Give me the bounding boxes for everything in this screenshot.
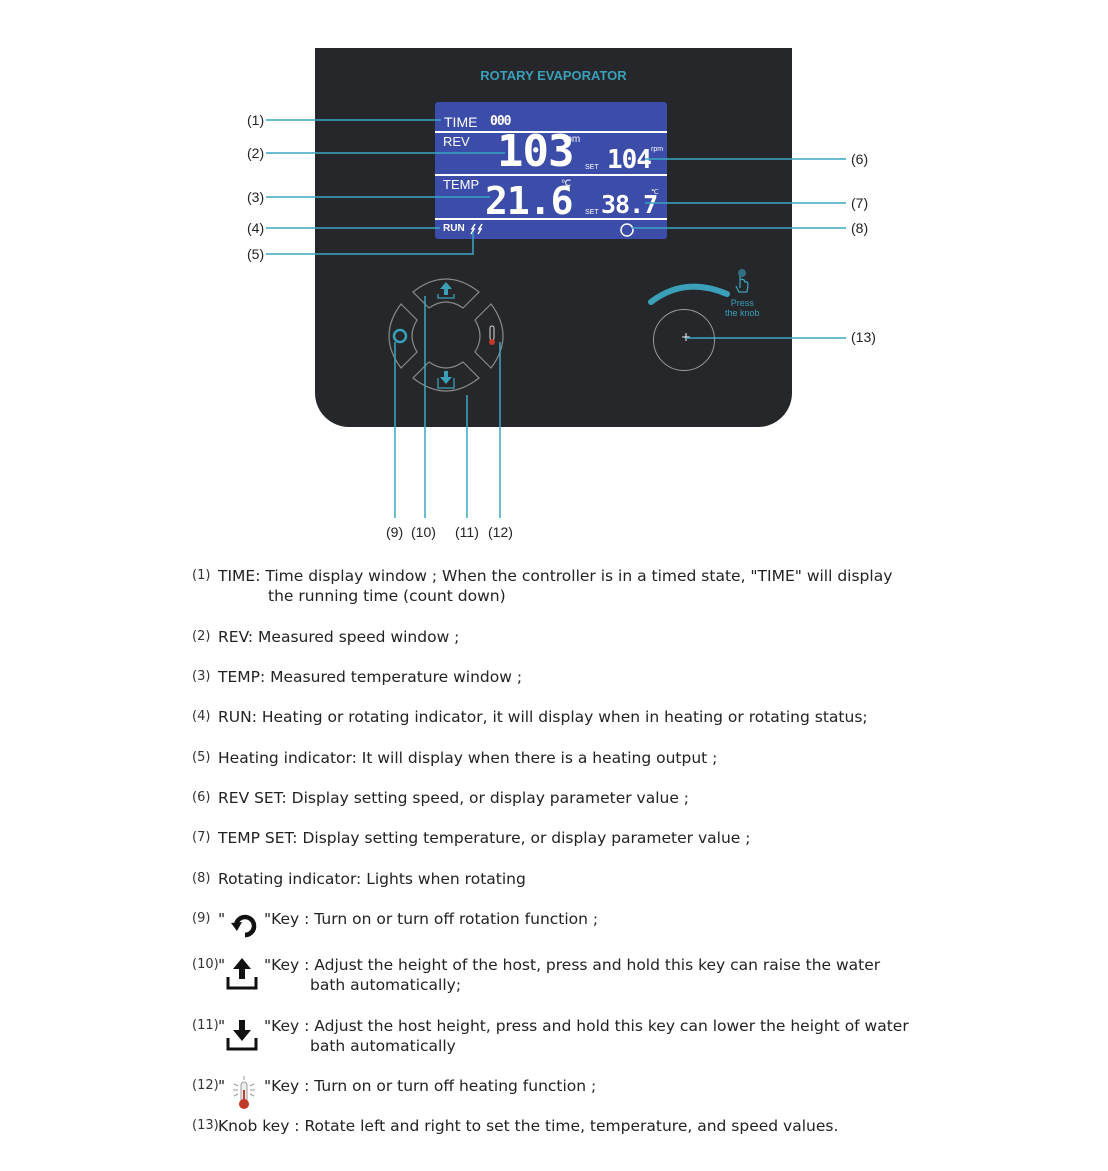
rev-set-unit: rpm [651,146,664,153]
legend-number: (11) [192,1018,219,1033]
height-down-key[interactable] [412,361,480,392]
legend-number: (5) [192,750,211,765]
legend-quote: " [218,1077,226,1095]
rev-unit: rpm [563,134,581,145]
legend-text: TEMP SET: Display setting temperature, o… [218,829,751,847]
legend-quote: " [218,1017,226,1035]
lcd-divider [435,218,667,220]
callout-13: (13) [851,329,876,345]
press-hint-line2: the knob [725,308,760,318]
legend-text: Heating indicator: It will display when … [218,749,718,767]
legend-text: "Key : Turn on or turn off heating funct… [264,1077,597,1095]
legend-text: "Key : Adjust the host height, press and… [264,1017,909,1035]
temp-value: 21.6 [485,179,574,223]
time-value: 000 [490,114,512,129]
rotating-indicator-icon [620,223,634,237]
callout-7: (7) [851,195,869,211]
temp-set-unit: ℃ [651,189,659,196]
callout-10: (10) [411,524,436,540]
legend-text-cont: bath automatically; [310,976,462,994]
legend-quote: " [218,910,226,928]
legend-quote: " [218,956,226,974]
legend-text: TIME: Time display window ; When the con… [218,567,893,585]
legend-number: (9) [192,911,211,926]
heating-indicator-icon [470,223,483,235]
legend-number: (10) [192,957,219,972]
legend-text: REV: Measured speed window ; [218,628,460,646]
legend-text-cont: bath automatically [310,1037,456,1055]
legend-number: (3) [192,669,211,684]
legend-text: "Key : Adjust the height of the host, pr… [264,956,881,974]
legend-text: Rotating indicator: Lights when rotating [218,870,526,888]
legend-number: (12) [192,1078,219,1093]
rev-set-label: SET [585,164,599,171]
callout-12: (12) [488,524,513,540]
temp-label: TEMP [443,177,480,192]
lcd-divider [435,131,667,133]
callout-8: (8) [851,220,869,236]
legend-text: Knob key : Rotate left and right to set … [218,1117,839,1135]
knob-symbol: + [681,330,692,344]
legend-text: "Key : Turn on or turn off rotation func… [264,910,599,928]
height-up-key[interactable] [412,278,480,309]
heating-key[interactable] [474,303,504,369]
rotate-icon [392,328,408,344]
finger-press-icon [735,269,749,293]
legend-text: REV SET: Display setting speed, or displ… [218,789,690,807]
download-arrow-icon [226,1020,258,1051]
legend-text: TEMP: Measured temperature window ; [218,668,523,686]
legend-number: (6) [192,790,211,805]
temp-set-value: 38.7 [601,190,658,219]
callout-1: (1) [247,112,265,128]
rotation-key[interactable] [388,303,418,369]
callout-lines [266,119,846,518]
callout-11: (11) [455,524,479,540]
rotary-knob[interactable]: + [653,309,715,371]
legend-number: (2) [192,629,211,644]
upload-arrow-icon [226,958,258,990]
run-label: RUN [443,223,465,234]
lcd-divider [435,174,667,176]
download-arrow-icon [440,371,452,384]
lcd-display: TIME 000 REV 103 rpm SET 104 rpm TEMP 21… [435,102,667,239]
press-knob-hint: Press the knob [725,266,760,318]
callout-2: (2) [247,145,265,161]
legend-number: (4) [192,709,211,724]
legend-number: (13) [192,1118,219,1133]
temp-set-label: SET [585,209,599,216]
callout-6: (6) [851,151,869,167]
time-label: TIME [444,114,478,130]
rev-label: REV [443,134,470,149]
callout-3: (3) [247,189,265,205]
legend-text-cont: the running time (count down) [268,587,506,605]
callout-9: (9) [386,524,404,540]
legend-number: (8) [192,871,211,886]
rev-set-value: 104 [607,145,652,175]
callout-5: (5) [247,246,265,262]
callout-4: (4) [247,220,265,236]
key-cluster [388,278,504,392]
rev-value: 103 [497,126,574,177]
legend-number: (7) [192,830,211,845]
temp-unit: ℃ [561,178,572,188]
legend-number: (1) [192,568,211,583]
knob-rotation-arc [648,283,730,305]
legend-text: RUN: Heating or rotating indicator, it w… [218,708,868,726]
thermometer-icon [233,1076,255,1109]
rotate-icon [231,914,257,938]
upload-arrow-icon [440,282,452,295]
press-hint-line1: Press [730,298,754,308]
panel-title: ROTARY EVAPORATOR [480,68,627,83]
